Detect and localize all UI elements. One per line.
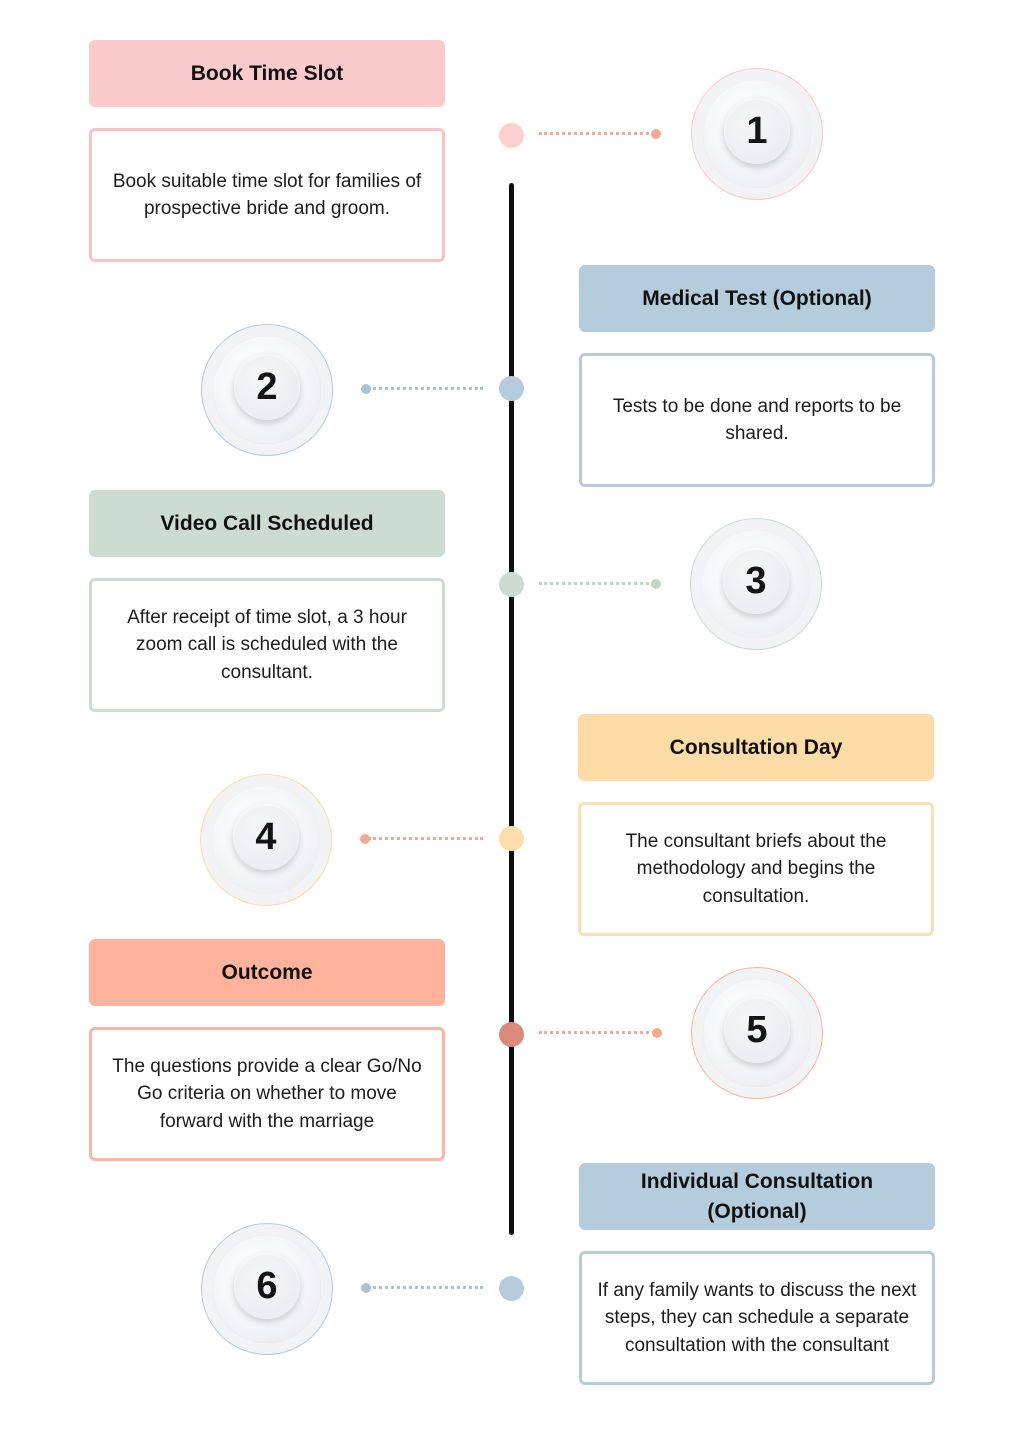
step-3-timeline-dot [499,572,524,597]
step-1-description: Book suitable time slot for families of … [89,128,445,262]
step-5-connector [539,1031,655,1034]
step-4-connector [368,837,483,840]
step-3-number-badge: 3 [690,518,822,650]
step-5-title: Outcome [89,939,445,1006]
step-1-connector [539,132,655,135]
step-2-description: Tests to be done and reports to be share… [579,353,935,487]
step-2-number: 2 [234,354,300,420]
step-5-connector-end [652,1028,662,1038]
step-3-number: 3 [723,548,789,614]
step-5-number: 5 [724,997,790,1063]
step-4-description: The consultant briefs about the methodol… [578,802,934,936]
step-1-connector-end [651,129,661,139]
timeline-line [509,183,514,1235]
step-3-connector [539,582,655,585]
step-6-number-badge: 6 [201,1223,333,1355]
step-5-number-badge: 5 [691,967,823,1099]
step-1-number: 1 [724,98,790,164]
step-4-title: Consultation Day [578,714,934,781]
step-6-connector-end [361,1283,371,1293]
step-6-title: Individual Consultation (Optional) [579,1163,935,1230]
step-2-timeline-dot [499,376,524,401]
step-1-title: Book Time Slot [89,40,445,107]
step-2-number-badge: 2 [201,324,333,456]
step-4-number: 4 [233,804,299,870]
step-3-connector-end [651,579,661,589]
step-6-timeline-dot [499,1276,524,1301]
step-4-timeline-dot [499,826,524,851]
step-6-connector [368,1286,483,1289]
step-4-connector-end [360,834,370,844]
step-3-title: Video Call Scheduled [89,490,445,557]
step-3-description: After receipt of time slot, a 3 hour zoo… [89,578,445,712]
step-5-timeline-dot [499,1022,524,1047]
step-2-connector-end [361,384,371,394]
step-2-connector [368,387,483,390]
step-6-description: If any family wants to discuss the next … [579,1251,935,1385]
step-2-title: Medical Test (Optional) [579,265,935,332]
step-1-timeline-dot [499,123,524,148]
step-6-number: 6 [234,1253,300,1319]
step-1-number-badge: 1 [691,68,823,200]
step-4-number-badge: 4 [200,774,332,906]
step-5-description: The questions provide a clear Go/No Go c… [89,1027,445,1161]
